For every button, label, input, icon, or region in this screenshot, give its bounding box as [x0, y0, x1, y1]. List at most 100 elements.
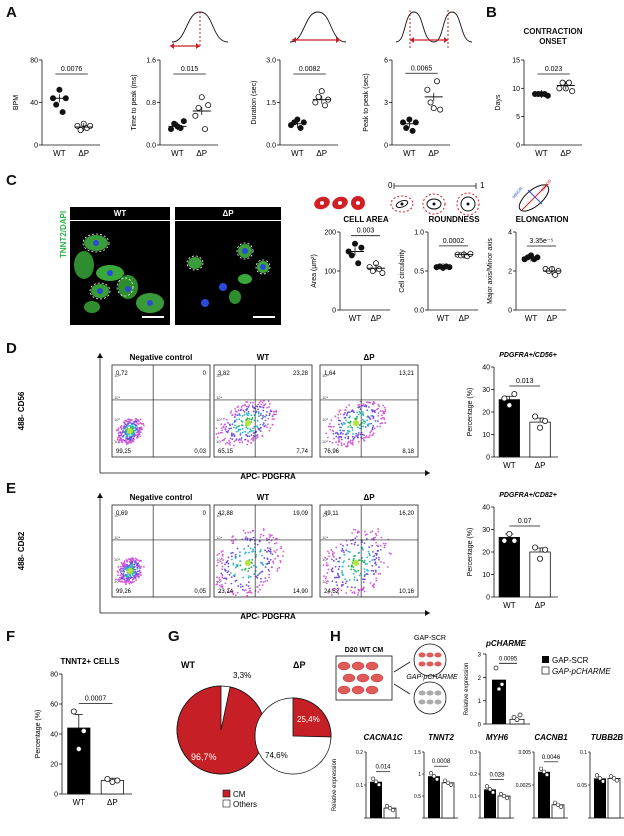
wt-point [180, 118, 187, 125]
flow-event-dot [234, 407, 237, 410]
flow-event-dot [125, 583, 127, 585]
flow-event-dot [361, 560, 364, 562]
flow-event-dot [262, 581, 265, 584]
flow-event-dot [128, 579, 130, 582]
scr-cell-glyph [418, 652, 426, 658]
p-value: 0.0046 [542, 755, 561, 761]
flow-event-dot [244, 438, 247, 441]
flow-event-dot [258, 427, 261, 430]
flow-event-dot [375, 541, 377, 544]
flow-event-dot [125, 577, 128, 580]
charme-point [504, 795, 510, 801]
legend-label-scr: GAP-SCR [552, 656, 589, 665]
y-tick-label: 0.3 [470, 750, 477, 756]
scr-bar [492, 679, 506, 724]
x-label-wt: WT [349, 314, 362, 323]
flow-event-dot [371, 402, 374, 405]
flow-event-dot [131, 576, 133, 579]
flow-event-dot [126, 420, 129, 423]
flow-bar-title: PDGFRA+/CD82+ [499, 492, 557, 499]
arrow-head [336, 37, 340, 43]
flow-event-dot [234, 413, 237, 415]
flow-plot-title: WT [257, 353, 270, 362]
dp-point [109, 778, 116, 785]
flow-event-dot [367, 423, 369, 426]
flow-event-dot [273, 550, 276, 552]
p-value: 0.0095 [499, 656, 518, 662]
flow-event-dot [246, 435, 249, 438]
flow-event-dot [247, 581, 250, 584]
flow-event-dot [118, 576, 121, 579]
flow-event-dot [218, 584, 221, 587]
flow-event-dot [241, 424, 244, 427]
flow-event-dot [331, 594, 333, 596]
flow-event-dot [363, 439, 366, 442]
x-label-wt: WT [503, 601, 516, 610]
y-tick-label: 2 [508, 269, 512, 276]
flow-event-dot [238, 428, 241, 431]
quadrant-lr: 14,90 [293, 589, 309, 595]
flow-event-dot [131, 440, 134, 443]
y-tick-label: 3 [384, 100, 388, 107]
flow-event-dot [119, 574, 122, 577]
flow-event-dot [233, 435, 236, 438]
flow-event-dot [133, 566, 135, 569]
dp-point [321, 102, 328, 109]
flow-tick-label: 10³ [216, 557, 222, 562]
flow-event-dot [233, 416, 236, 418]
flow-event-dot [237, 439, 240, 442]
y-tick-label: 3.0 [266, 58, 276, 65]
flow-event-dot [252, 437, 254, 439]
x-label-wt: WT [403, 149, 416, 158]
flow-event-dot [342, 583, 344, 586]
flow-event-dot [382, 410, 385, 413]
flow-event-dot [129, 560, 132, 563]
flow-event-dot [363, 420, 365, 423]
flow-event-dot [352, 559, 355, 562]
flow-event-dot [242, 409, 245, 412]
flow-event-dot [372, 570, 375, 572]
scr-point [434, 777, 440, 782]
flow-event-dot [262, 404, 265, 407]
flow-event-dot [340, 584, 343, 586]
flow-event-dot [361, 418, 364, 421]
flow-event-dot [337, 587, 340, 590]
wt-cells-drawing [74, 233, 164, 318]
flow-tick-label: 10⁵ [322, 513, 328, 518]
x-label-wt: WT [525, 314, 538, 323]
flow-event-dot [356, 415, 359, 418]
flow-event-dot [215, 583, 218, 586]
flow-event-dot [377, 420, 379, 423]
flow-event-dot [224, 423, 227, 426]
charme-dish [413, 681, 447, 715]
x-label-dp: ΔP [107, 798, 118, 807]
flow-event-dot [234, 594, 237, 597]
flow-event-dot [248, 435, 251, 438]
flow-event-dot [258, 415, 260, 418]
flow-event-dot [119, 431, 122, 434]
y-tick-label: 30 [482, 527, 490, 534]
flow-event-dot [250, 566, 253, 569]
flow-event-dot [233, 440, 236, 443]
panel-b-title-line1: CONTRACTION [523, 27, 583, 36]
charme-cell-glyph [426, 690, 434, 696]
flow-event-dot [216, 436, 219, 439]
flow-event-dot [224, 563, 226, 566]
flow-event-dot [371, 415, 374, 417]
flow-event-dot [139, 428, 142, 431]
flow-event-dot [340, 431, 343, 434]
y-axis-label: Percentage (%) [467, 388, 474, 437]
flow-event-dot [266, 579, 269, 582]
dp-others-label: 74,6% [265, 751, 288, 760]
scr-point [376, 782, 382, 787]
flow-event-dot [352, 566, 355, 568]
charme-point [614, 778, 620, 783]
flow-event-dot [356, 579, 359, 582]
flow-event-dot [367, 569, 369, 572]
wt-point [56, 86, 63, 93]
flow-event-dot [238, 418, 241, 421]
flow-event-dot [128, 435, 131, 438]
flow-event-dot [130, 566, 132, 569]
